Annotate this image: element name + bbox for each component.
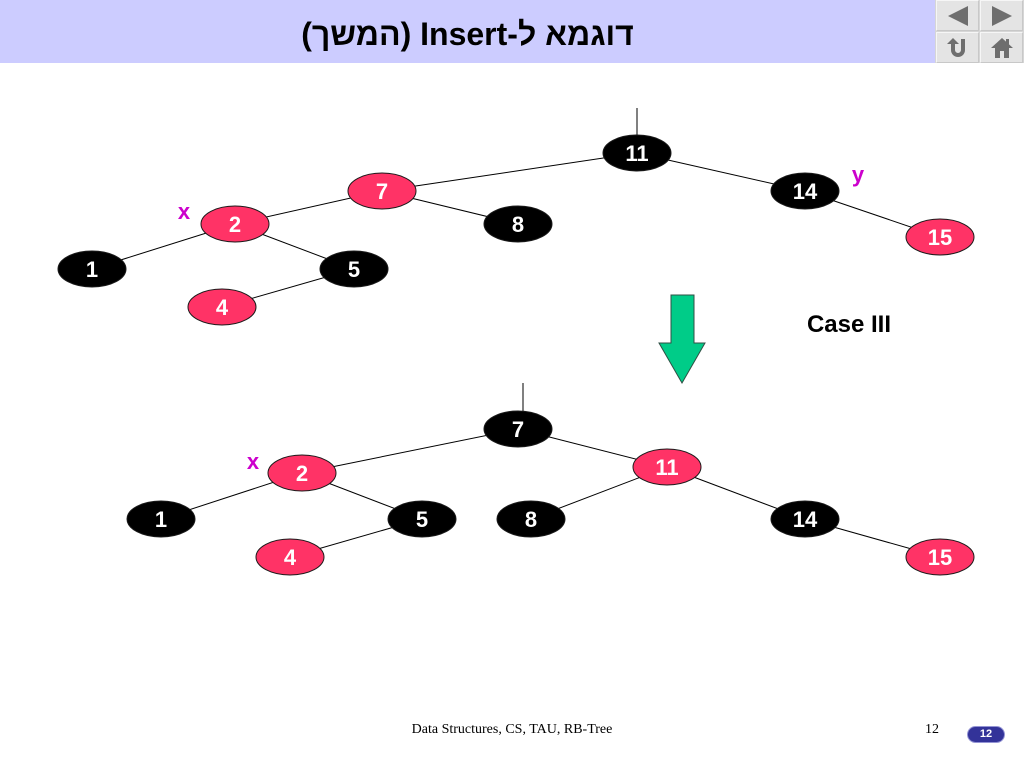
node-ellipse bbox=[255, 538, 325, 576]
return-icon[interactable] bbox=[946, 36, 970, 60]
node-key: 11 bbox=[625, 141, 648, 166]
bottom-tree-node-11: 11 bbox=[632, 448, 702, 486]
node-key: 14 bbox=[793, 179, 818, 204]
bottom-tree-edge-7-2 bbox=[301, 428, 519, 474]
node-key: 11 bbox=[655, 455, 678, 480]
node-ellipse bbox=[387, 500, 457, 538]
node-ellipse bbox=[632, 448, 702, 486]
next-arrow-icon[interactable] bbox=[989, 5, 1015, 27]
node-key: 4 bbox=[216, 295, 229, 320]
node-ellipse bbox=[496, 500, 566, 538]
node-key: 15 bbox=[928, 225, 952, 250]
return-button[interactable] bbox=[936, 32, 979, 63]
previous-arrow-icon[interactable] bbox=[945, 5, 971, 27]
footer-caption: Data Structures, CS, TAU, RB-Tree bbox=[411, 722, 613, 737]
case-transition-arrow bbox=[658, 294, 706, 385]
bottom-tree-node-2: 2 bbox=[267, 454, 337, 492]
node-ellipse bbox=[770, 172, 840, 210]
top-tree-node-5: 5 bbox=[319, 250, 389, 288]
node-ellipse bbox=[347, 172, 417, 210]
bottom-tree-node-7: 7 bbox=[483, 410, 553, 448]
top-tree: 11 7 14 2 8 15 bbox=[57, 108, 975, 326]
slide-navigation bbox=[935, 0, 1024, 63]
node-ellipse bbox=[200, 205, 270, 243]
node-ellipse bbox=[905, 538, 975, 576]
previous-arrow-shape[interactable] bbox=[947, 5, 968, 26]
node-key: 2 bbox=[296, 461, 308, 486]
top-tree-node-8: 8 bbox=[483, 205, 553, 243]
node-ellipse bbox=[57, 250, 127, 288]
node-ellipse bbox=[267, 454, 337, 492]
node-ellipse bbox=[187, 288, 257, 326]
node-key: 5 bbox=[348, 257, 360, 282]
return-u-shape[interactable] bbox=[950, 38, 965, 57]
home-house-shape[interactable] bbox=[990, 37, 1013, 58]
slide-number-badge: 12 bbox=[967, 726, 1005, 743]
node-key: 1 bbox=[155, 507, 167, 532]
top-tree-edge-11-7 bbox=[381, 152, 638, 192]
node-ellipse bbox=[483, 205, 553, 243]
node-ellipse bbox=[319, 250, 389, 288]
top-tree-node-15: 15 bbox=[905, 218, 975, 256]
slide-title: דוגמא ל-Insert (המשך) bbox=[301, 16, 634, 52]
node-key: 5 bbox=[416, 507, 428, 532]
node-key: 14 bbox=[793, 507, 818, 532]
top-tree-node-7: 7 bbox=[347, 172, 417, 210]
next-slide-button[interactable] bbox=[980, 0, 1023, 31]
bottom-tree-node-8: 8 bbox=[496, 500, 566, 538]
bottom-tree-pointer-x: x bbox=[247, 449, 260, 474]
node-key: 8 bbox=[525, 507, 537, 532]
node-key: 1 bbox=[86, 257, 98, 282]
bottom-tree: 7 2 11 1 5 8 1 bbox=[126, 383, 975, 576]
node-key: 7 bbox=[376, 179, 388, 204]
node-ellipse bbox=[770, 500, 840, 538]
bottom-tree-node-14: 14 bbox=[770, 500, 840, 538]
top-tree-pointer-y: y bbox=[852, 162, 865, 187]
top-tree-node-11: 11 bbox=[602, 134, 672, 172]
node-key: 7 bbox=[512, 417, 524, 442]
node-key: 4 bbox=[284, 545, 297, 570]
top-tree-pointer-x: x bbox=[178, 199, 191, 224]
bottom-tree-node-5: 5 bbox=[387, 500, 457, 538]
node-key: 8 bbox=[512, 212, 524, 237]
previous-slide-button[interactable] bbox=[936, 0, 979, 31]
slide-header: דוגמא ל-Insert (המשך) bbox=[0, 0, 935, 63]
next-arrow-shape[interactable] bbox=[991, 5, 1012, 26]
bottom-tree-node-1: 1 bbox=[126, 500, 196, 538]
home-icon[interactable] bbox=[990, 36, 1014, 60]
top-tree-node-14: 14 bbox=[770, 172, 840, 210]
node-ellipse bbox=[602, 134, 672, 172]
node-key: 15 bbox=[928, 545, 952, 570]
top-tree-node-4: 4 bbox=[187, 288, 257, 326]
bottom-tree-node-4: 4 bbox=[255, 538, 325, 576]
node-key: 2 bbox=[229, 212, 241, 237]
bottom-tree-node-15: 15 bbox=[905, 538, 975, 576]
bottom-tree-edges bbox=[160, 428, 941, 558]
node-ellipse bbox=[483, 410, 553, 448]
top-tree-node-1: 1 bbox=[57, 250, 127, 288]
home-door[interactable] bbox=[999, 50, 1004, 58]
top-tree-node-2: 2 bbox=[200, 205, 270, 243]
return-arrowhead[interactable] bbox=[946, 37, 959, 44]
home-chimney[interactable] bbox=[1005, 38, 1009, 45]
case-label: Case III bbox=[807, 311, 891, 338]
node-ellipse bbox=[126, 500, 196, 538]
home-button[interactable] bbox=[980, 32, 1023, 63]
node-ellipse bbox=[905, 218, 975, 256]
slide-number: 12 bbox=[925, 722, 939, 737]
